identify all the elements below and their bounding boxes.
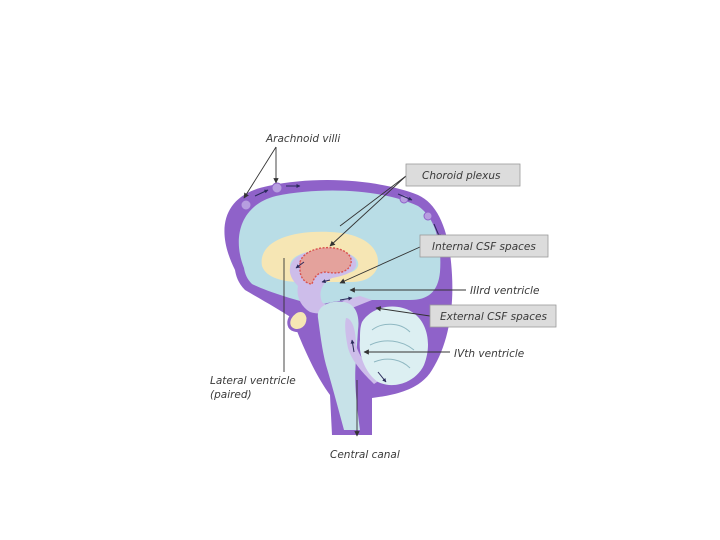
arachnoid-villus-left [240, 199, 252, 211]
label-external-csf: External CSF spaces [440, 311, 547, 323]
csf-flow-arrows [254, 184, 441, 383]
label-box-internal-csf [419, 234, 549, 258]
arachnoid-villus-center [271, 182, 283, 194]
label-fourth-ventricle: IVth ventricle [454, 348, 524, 360]
cerebellum [359, 306, 428, 386]
pituitary [287, 309, 310, 332]
arachnoid-villus-far-right [423, 211, 433, 221]
label-internal-csf: Internal CSF spaces [432, 241, 536, 253]
leader-lines [243, 146, 466, 437]
label-central-canal: Central canal [330, 449, 400, 461]
label-third-ventricle: IIIrd ventricle [470, 285, 539, 297]
label-box-external-csf [429, 304, 557, 328]
label-lateral-ventricle-paired: (paired) [210, 389, 252, 401]
cerebellum-folia [369, 323, 415, 369]
label-box-choroid-plexus [405, 163, 521, 187]
choroid-plexus-shape [299, 246, 352, 285]
label-arachnoid-villi: Arachnoid villi [265, 133, 340, 145]
label-choroid-plexus: Choroid plexus [422, 170, 501, 182]
label-lateral-ventricle: Lateral ventricle [210, 375, 296, 387]
fourth-ventricle-shape [345, 318, 380, 384]
